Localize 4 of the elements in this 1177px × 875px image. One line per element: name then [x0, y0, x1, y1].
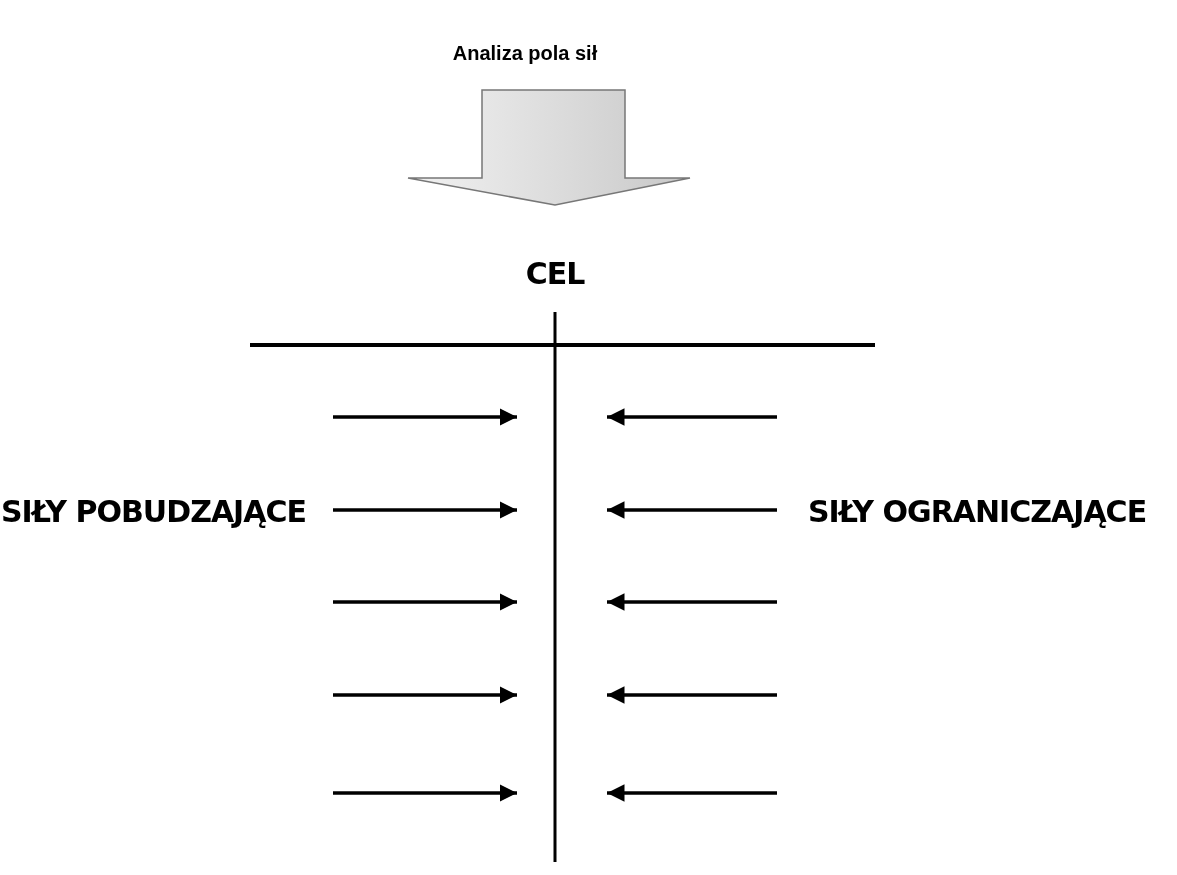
force-label: SIŁY OGRANICZAJĄCE — [808, 493, 1148, 531]
force-label: SIŁY POBUDZAJĄCE — [0, 493, 306, 531]
goal-label: CEL — [524, 255, 586, 293]
diagram-title: Analiza pola sił — [451, 42, 599, 65]
